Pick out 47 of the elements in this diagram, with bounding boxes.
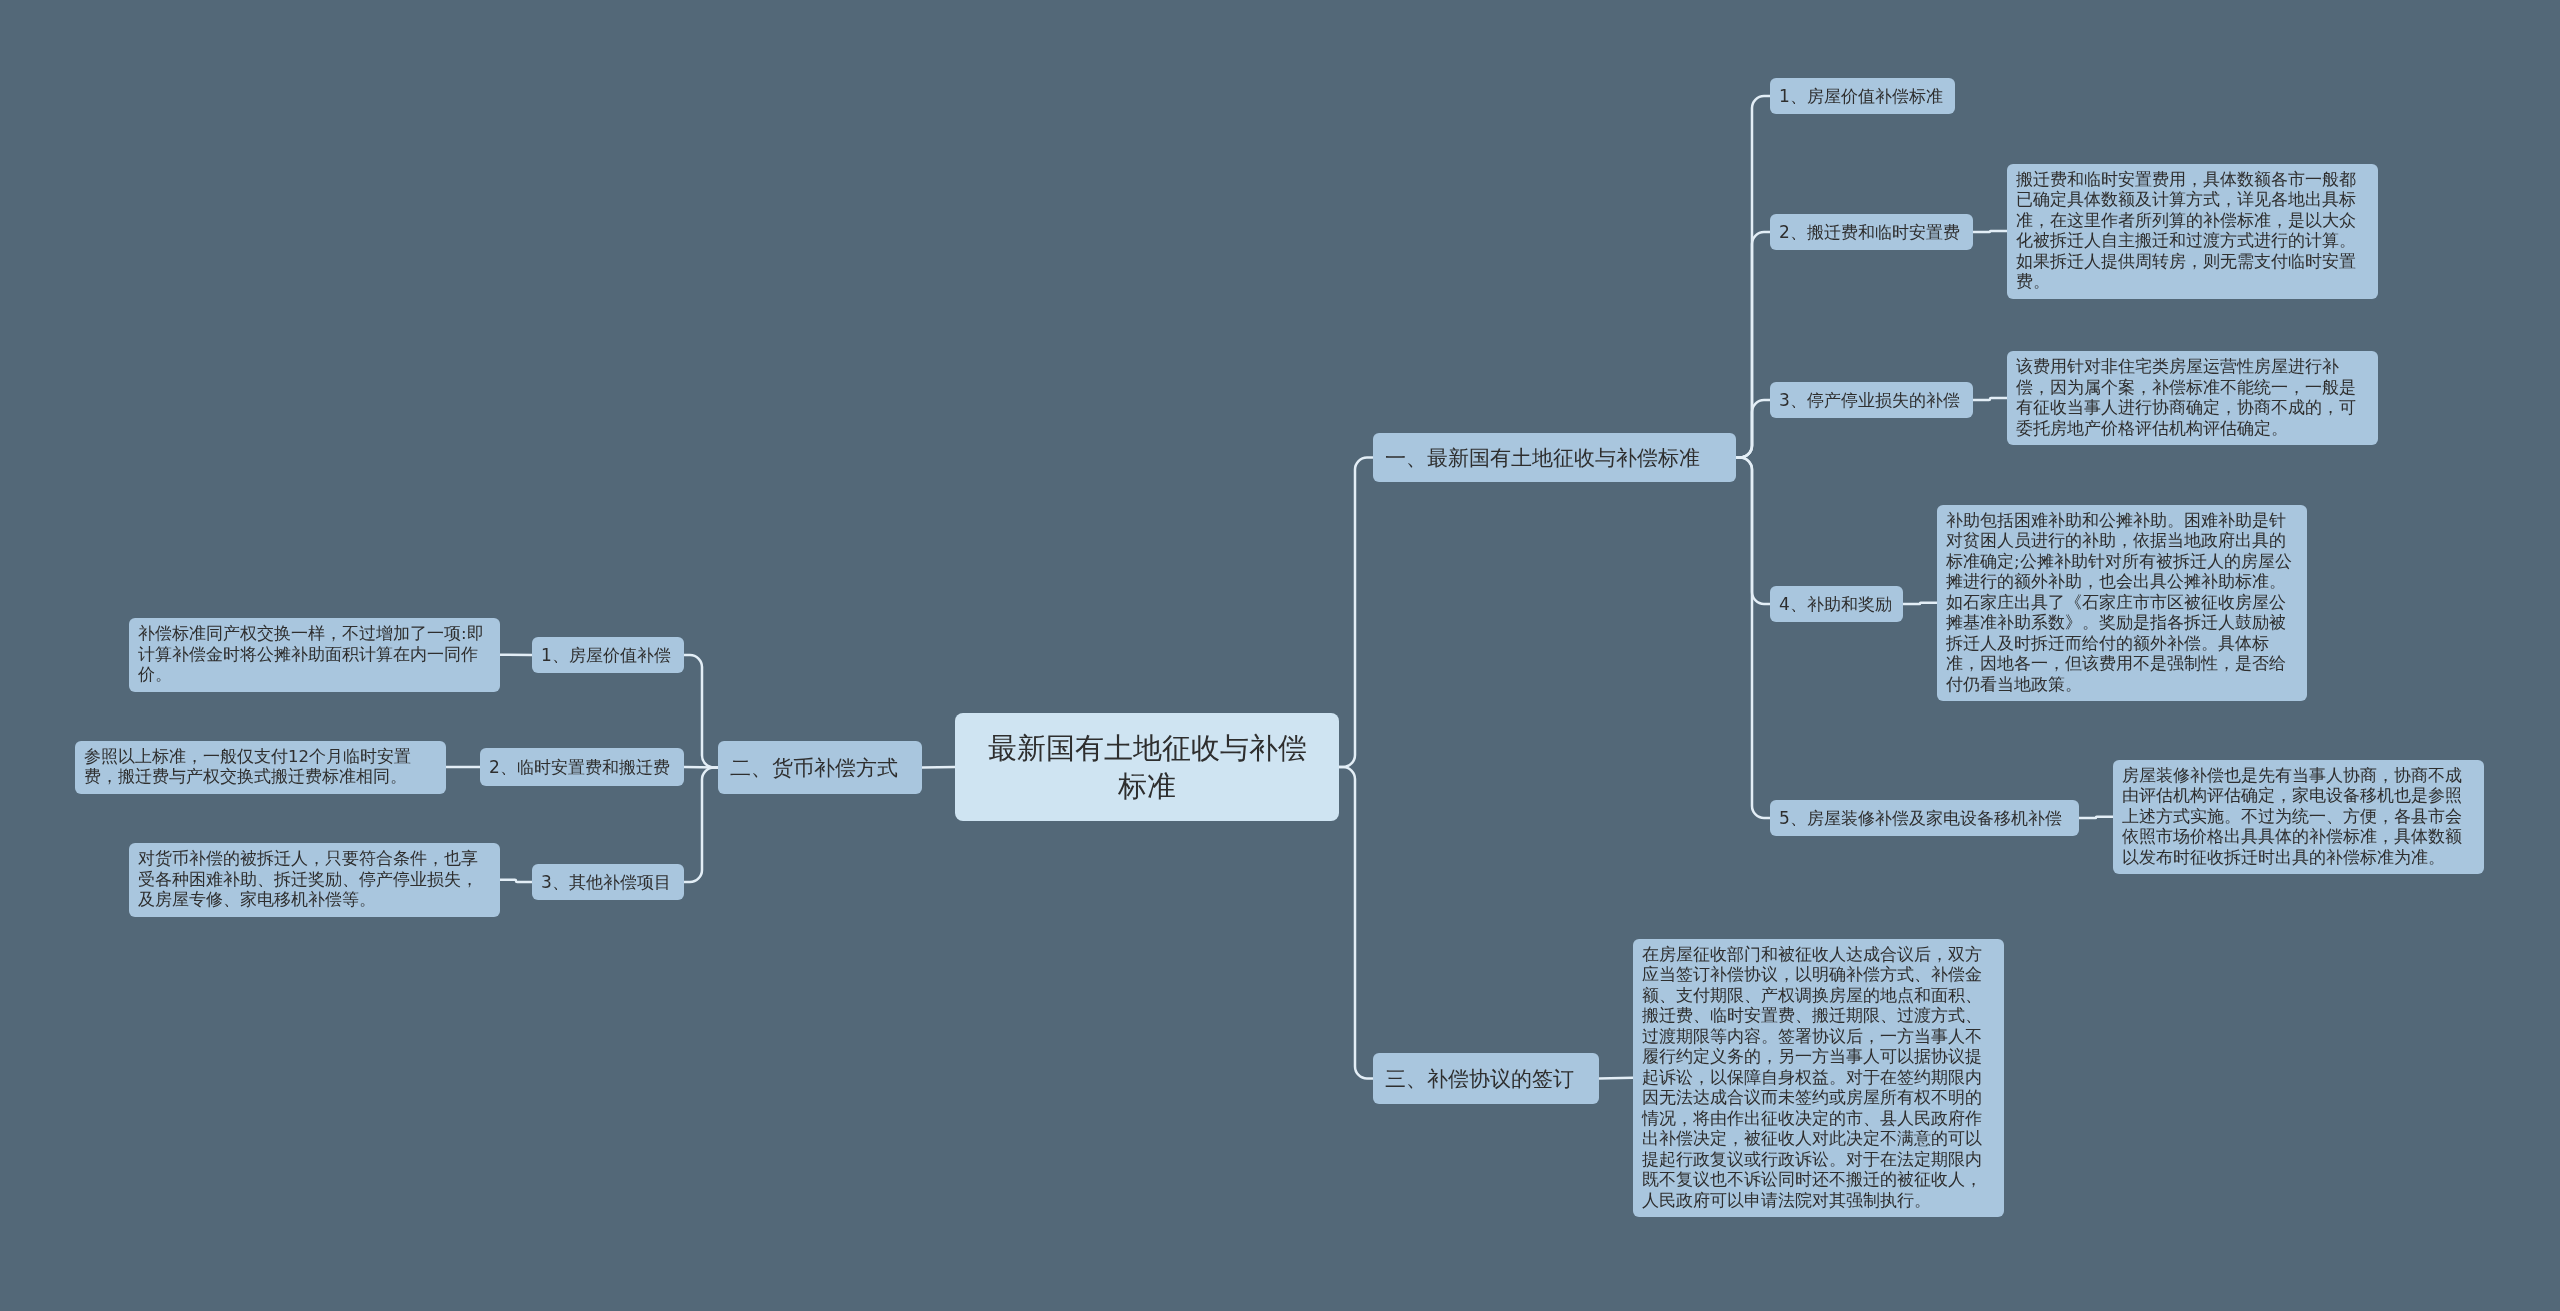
connector-line [1973,229,2007,234]
connector-line [2079,815,2113,820]
subtopic-text: 5、房屋装修补偿及家电设备移机补偿 [1779,806,2062,830]
note-box [2007,163,2378,299]
branch-topic [718,741,922,794]
subtopic-text: 1、房屋价值补偿标准 [1779,84,1943,108]
note-text: 搬迁费和临时安置费用，具体数额各市一般都已确定具体数额及计算方式，详见各地出具标准，在这里作者所列算的补偿标准，是以大众化被拆迁人自主搬迁和过渡方式进行的计算。如果拆迁人提供周转房，则无需支付临时安置费。 [2016,169,2357,293]
subtopic-box [1770,214,1973,250]
branch-text: 一、最新国有土地征收与补偿标准 [1385,444,1700,472]
central-topic [955,713,1339,821]
branch-text: 二、货币补偿方式 [730,754,898,782]
note-text: 该费用针对非住宅类房屋运营性房屋进行补偿，因为属个案，补偿标准不能统一，一般是有征收当事人进行协商确定，协商不成的，可委托房地产价格评估机构评估确定。 [2016,357,2357,439]
note-text: 参照以上标准，一般仅支付12个月临时安置费，搬迁费与产权交换式搬迁费标准相同。 [84,746,412,788]
note-box [129,618,500,692]
subtopic-box [1770,586,1903,622]
subtopic-text: 1、房屋价值补偿 [541,643,671,667]
note-box [2007,351,2378,445]
note-text: 补助包括困难补助和公摊补助。困难补助是针对贫困人员进行的补助，依据当地政府出具的标准确定;公摊补助针对所有被拆迁人的房屋公摊进行的额外补助，也会出具公摊补助标准。如石家庄出具了《石家庄市市区被征收房屋公摊基准补助系数》。奖励是指各拆迁人鼓励被拆迁人及时拆迁而给付的额外补偿。具体标准，因地各一，但该费用不是强制性，是否给付仍看当地政策。 [1946,510,2293,695]
subtopic-text: 3、停产停业损失的补偿 [1779,388,1960,412]
subtopic-box [1770,78,1955,114]
note-box [2113,759,2484,874]
branch-topic [1373,1053,1599,1104]
subtopic-text: 3、其他补偿项目 [541,870,671,894]
branch-topic [1373,433,1736,482]
subtopic-text: 2、临时安置费和搬迁费 [489,755,670,779]
note-box [129,843,500,917]
connector-line [500,878,532,884]
connector-line [446,765,480,769]
connector-line [1903,601,1937,606]
branch-text: 三、补偿协议的签订 [1385,1065,1574,1093]
subtopic-box [1770,382,1973,418]
subtopic-text: 4、补助和奖励 [1779,592,1892,616]
connector-line [500,653,532,657]
note-text: 房屋装修补偿也是先有当事人协商，协商不成由评估机构评估确定，家电设备移机也是参照上述方式实施。不过为统一、方便，各县市会依照市场价格出具具体的补偿标准，具体数额以发布时征收拆迁时出具的补偿标准为准。 [2122,765,2463,868]
subtopic-box [532,637,684,673]
connector-line [922,765,955,769]
central-topic-text: 最新国有土地征收与补偿标准 [986,730,1308,805]
connector-line [1598,1076,1634,1080]
note-text: 对货币补偿的被拆迁人，只要符合条件，也享受各种困难补助、拆迁奖励、停产停业损失，及房屋专修、家电移机补偿等。 [138,849,479,911]
subtopic-box [532,864,684,900]
note-text: 补偿标准同产权交换一样，不过增加了一项:即计算补偿金时将公摊补助面积计算在内一同作价。 [138,624,485,686]
subtopic-text: 2、搬迁费和临时安置费 [1779,220,1960,244]
subtopic-box [480,748,684,786]
connector-line [1973,396,2007,402]
subtopic-box [1770,800,2079,836]
note-text: 在房屋征收部门和被征收人达成合议后，双方应当签订补偿协议，以明确补偿方式、补偿金额、支付期限、产权调换房屋的地点和面积、搬迁费、临时安置费、搬迁期限、过渡方式、过渡期限等内容。签署协议后，一方当事人不履行约定义务的，另一方当事人可以据协议提起诉讼，以保障自身权益。对于在签约期限内因无法达成合议而未签约或房屋所有权不明的情况，将由作出征收决定的市、县人民政府作出补偿决定，被征收人对此决定不满意的可以提起行政复议或行政诉讼。对于在法定期限内既不复议也不诉讼同时还不搬迁的被征收人，人民政府可以申请法院对其强制执行。 [1642,944,1983,1211]
note-box [75,740,446,794]
